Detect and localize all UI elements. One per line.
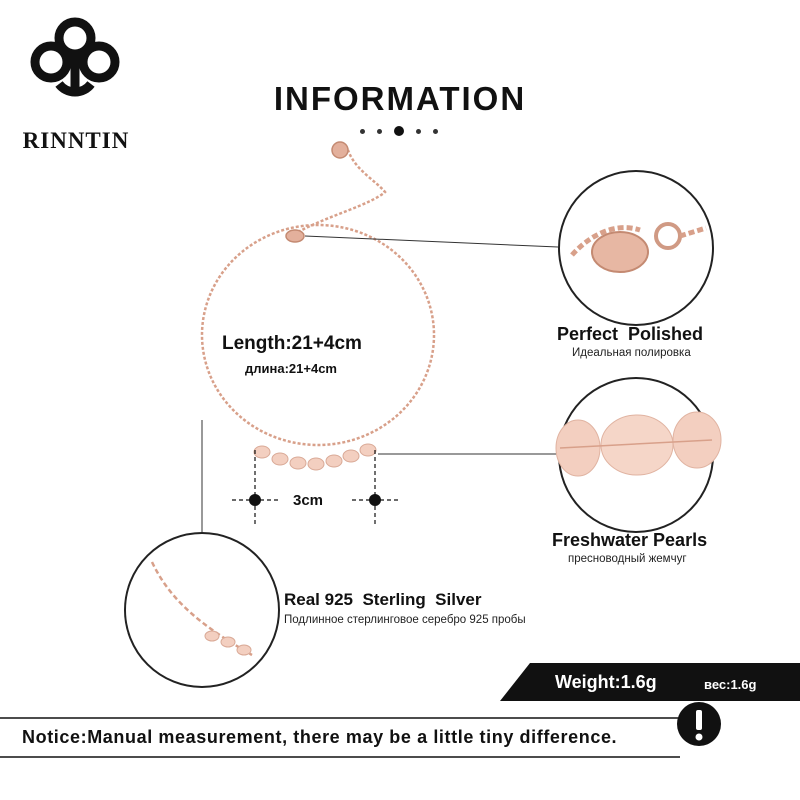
pearl bbox=[359, 443, 377, 457]
pearl-row bbox=[253, 443, 377, 471]
exclamation-icon bbox=[677, 702, 721, 746]
detail-chain bbox=[124, 532, 280, 688]
pearl bbox=[289, 456, 307, 470]
pearl bbox=[307, 457, 325, 471]
detail-pearls bbox=[555, 377, 722, 533]
pearl bbox=[325, 454, 343, 468]
pearl bbox=[271, 452, 289, 466]
weight-banner bbox=[500, 663, 800, 701]
extender-chain bbox=[297, 149, 387, 234]
feature-pearls-subtitle: пресноводный жемчуг bbox=[568, 553, 687, 565]
feature-silver-title: Real 925 Sterling Silver bbox=[284, 590, 482, 609]
feature-polished-title: Perfect Polished bbox=[557, 324, 704, 344]
pearl bbox=[342, 449, 360, 463]
page-indicator bbox=[360, 126, 438, 136]
lobster-clasp bbox=[285, 229, 305, 243]
page-dot-active bbox=[394, 126, 404, 136]
detail-clasp bbox=[558, 170, 714, 326]
notice-text: Notice:Manual measurement, there may be … bbox=[22, 727, 618, 747]
measure-point-right bbox=[369, 494, 381, 506]
bracelet-tag bbox=[331, 141, 349, 159]
bracelet-chain bbox=[200, 223, 436, 447]
pearl-segment-length: 3cm bbox=[293, 492, 324, 509]
length-label-ru: длина:21+4cm bbox=[245, 361, 337, 376]
measure-point-left bbox=[249, 494, 261, 506]
feature-silver-subtitle: Подлинное стерлинговое серебро 925 пробы bbox=[284, 614, 526, 626]
page-dot bbox=[360, 128, 365, 134]
feature-polished-subtitle: Идеальная полировка bbox=[572, 347, 691, 359]
length-label: Length:21+4cm bbox=[222, 333, 362, 354]
weight-label-ru: вес:1.6g bbox=[704, 677, 757, 692]
callout-line-clasp bbox=[304, 235, 559, 248]
weight-label: Weight:1.6g bbox=[555, 672, 657, 692]
page-title: INFORMATION bbox=[273, 80, 527, 117]
feature-pearls-title: Freshwater Pearls bbox=[552, 530, 708, 550]
brand-name: RINNTIN bbox=[22, 128, 130, 153]
page-dot bbox=[416, 128, 421, 134]
pearl bbox=[253, 445, 271, 459]
page-dot bbox=[433, 128, 438, 134]
page-dot bbox=[377, 128, 382, 134]
